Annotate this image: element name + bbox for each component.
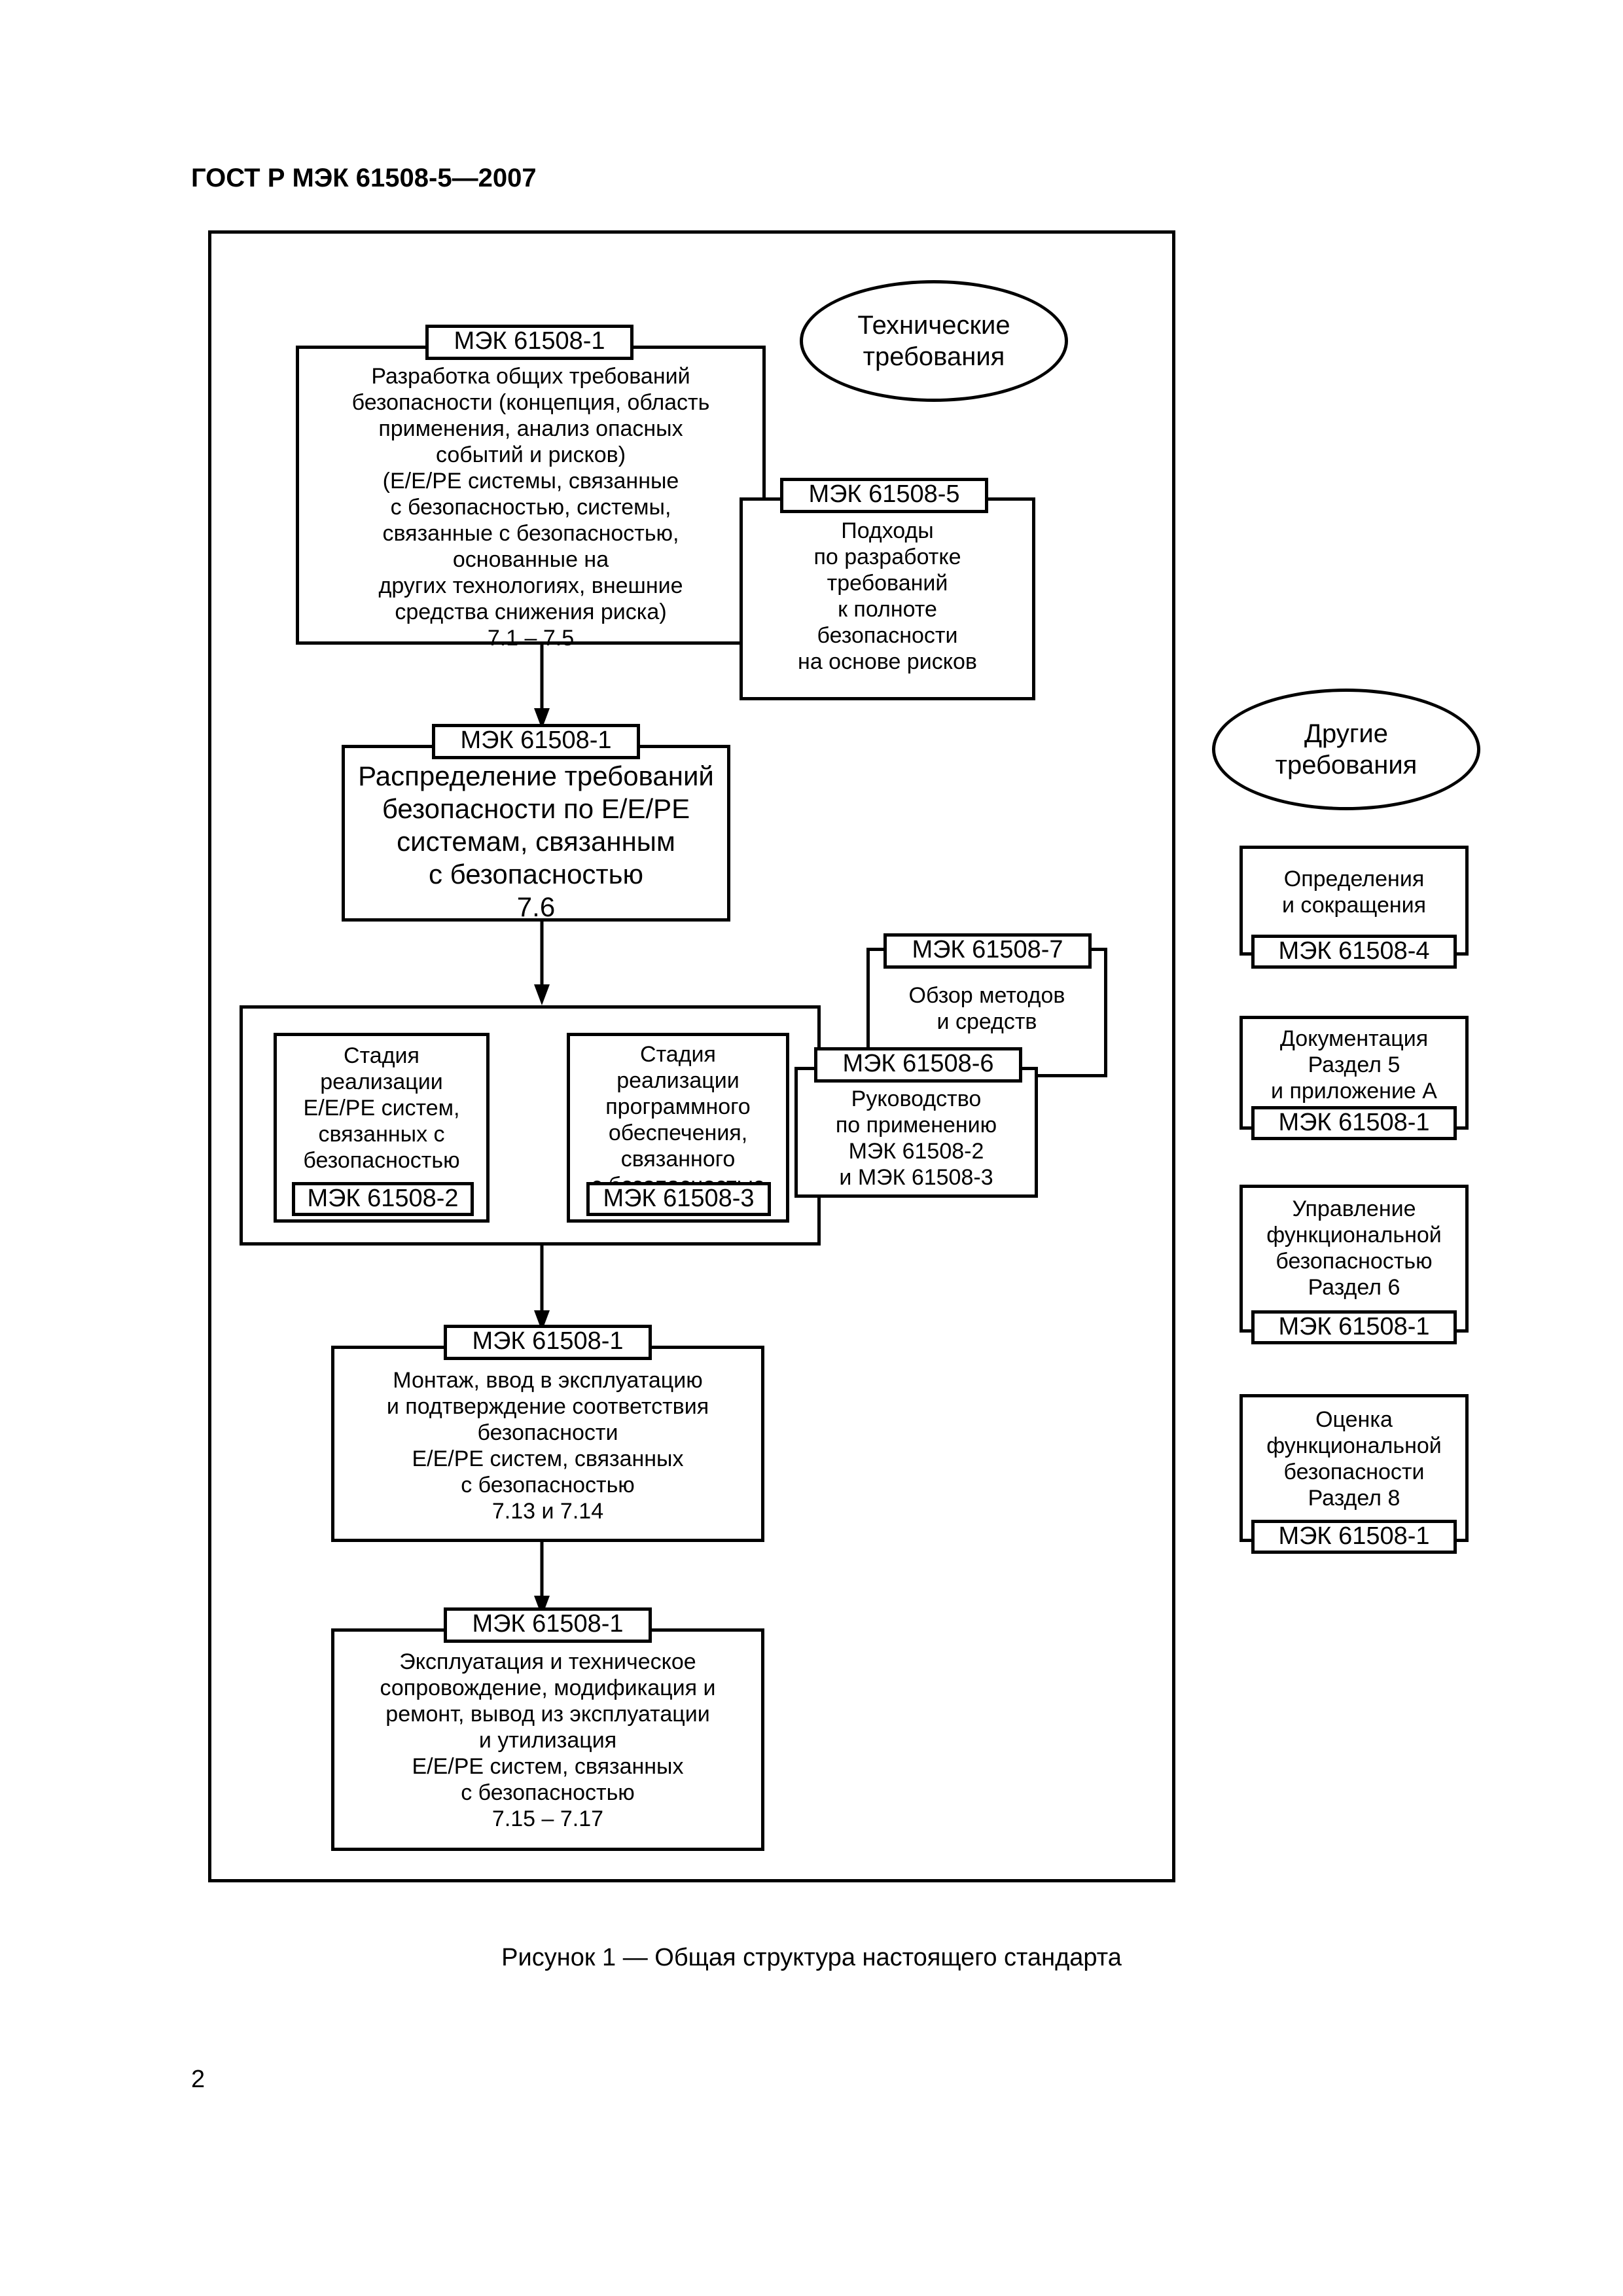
iec-61508-1-tag: МЭК 61508-1: [432, 724, 640, 759]
box-text: Монтаж, ввод в эксплуатацию и подтвержде…: [386, 1368, 709, 1524]
iec-61508-1-tag: МЭК 61508-1: [1251, 1310, 1457, 1344]
box-text: Стадия реализации программного обеспечен…: [591, 1042, 765, 1198]
box-text: Эксплуатация и техническое сопровождение…: [380, 1649, 716, 1831]
box-text: Управление функциональной безопасностью …: [1266, 1196, 1442, 1300]
technical-requirements-ellipse: Технические требования: [800, 280, 1068, 402]
safety-allocation-box: Распределение требований безопасности по…: [342, 745, 730, 922]
iec-61508-3-tag: МЭК 61508-3: [586, 1182, 771, 1216]
iec-61508-7-tag: МЭК 61508-7: [883, 933, 1092, 969]
iec-61508-6-tag: МЭК 61508-6: [814, 1047, 1022, 1083]
risk-based-approaches-box: Подходы по разработке требований к полно…: [740, 497, 1035, 700]
operation-maintenance-box: Эксплуатация и техническое сопровождение…: [331, 1628, 764, 1851]
iec-61508-1-tag: МЭК 61508-1: [1251, 1106, 1457, 1140]
functional-safety-management-box: Управление функциональной безопасностью …: [1240, 1185, 1469, 1333]
box-text: Разработка общих требований безопасности…: [351, 364, 710, 651]
installation-validation-box: Монтаж, ввод в эксплуатацию и подтвержде…: [331, 1346, 764, 1542]
box-text: Распределение требований безопасности по…: [358, 761, 714, 922]
application-guidelines-box: Руководство по применению МЭК 61508-2 и …: [794, 1067, 1038, 1198]
other-requirements-ellipse: Другие требования: [1212, 689, 1480, 810]
functional-safety-assessment-box: Оценка функциональной безопасности Разде…: [1240, 1394, 1469, 1542]
box-text: Обзор методов и средств: [908, 983, 1065, 1034]
iec-61508-1-tag: МЭК 61508-1: [425, 325, 633, 360]
box-text: Стадия реализации Е/Е/РЕ систем, связанн…: [303, 1043, 460, 1173]
iec-61508-4-tag: МЭК 61508-4: [1251, 935, 1457, 969]
box-text: Документация Раздел 5 и приложение А: [1271, 1026, 1437, 1103]
figure-caption: Рисунок 1 — Общая структура настоящего с…: [501, 1944, 1122, 1971]
page-number: 2: [191, 2066, 205, 2093]
box-text: Подходы по разработке требований к полно…: [798, 518, 977, 674]
box-text: Руководство по применению МЭК 61508-2 и …: [835, 1086, 997, 1190]
iec-61508-1-tag: МЭК 61508-1: [1251, 1520, 1457, 1554]
overall-safety-requirements-box: Разработка общих требований безопасности…: [296, 346, 766, 651]
box-text: Оценка функциональной безопасности Разде…: [1266, 1407, 1442, 1511]
box-text: Определения и сокращения: [1281, 867, 1427, 918]
iec-61508-5-tag: МЭК 61508-5: [780, 478, 988, 513]
iec-61508-1-tag: МЭК 61508-1: [444, 1607, 652, 1643]
iec-61508-1-tag: МЭК 61508-1: [444, 1325, 652, 1360]
iec-61508-2-tag: МЭК 61508-2: [292, 1182, 474, 1216]
document-header: ГОСТ Р МЭК 61508-5—2007: [191, 164, 537, 192]
